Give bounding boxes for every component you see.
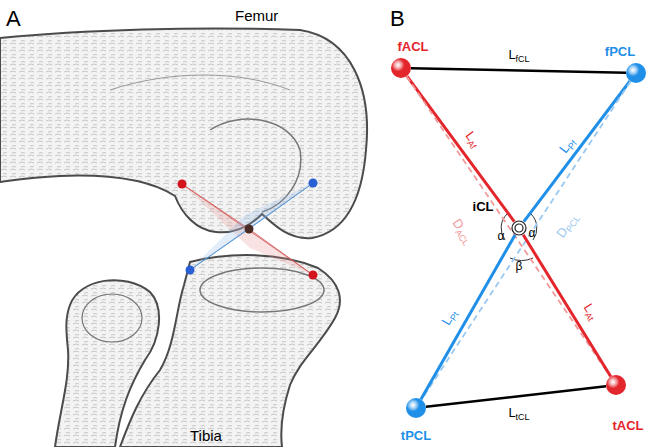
length-label: LPf [557,135,579,157]
point-node: fPCL [626,63,646,83]
point-label: tPCL [401,428,431,443]
ligament-line [411,68,626,73]
fibula-bone [55,280,159,447]
femur-bone [0,28,367,238]
length-label: LAf [461,129,483,151]
angle-symbol: α [529,227,536,239]
length-label: LtCL [508,406,529,422]
panel-letter: B [390,8,405,30]
ligament-line [523,235,611,377]
ligament-line [421,235,515,399]
bone-name: Tibia [190,428,222,443]
insertion-dots [178,179,318,280]
ligament-line [407,76,514,222]
ligament-planes [182,183,313,275]
ligament-line [407,76,611,376]
length-label: DPCL [554,210,582,241]
length-label: DACL [448,216,476,247]
panel-letter: A [6,8,21,30]
point-dot [391,58,411,78]
angle-symbol: β [516,260,523,272]
tibia-bone [120,255,340,447]
length-label: LAt [579,301,601,323]
point-dot [626,63,646,83]
length-label: LPt [439,307,461,329]
point-label: fPCL [605,44,635,59]
point-node: iCL [511,220,527,236]
ligament-line [524,81,630,222]
length-label: LfCL [508,48,529,64]
point-node: fACL [391,58,411,78]
point-dot [606,375,626,395]
point-label: fACL [397,39,428,54]
point-node: tPCL [406,398,426,418]
angle-arcs [501,214,537,260]
ligament-line [426,386,606,407]
point-dot [406,398,426,418]
point-label: tACL [612,418,643,433]
point-dot [511,220,527,236]
point-label: iCL [473,199,494,214]
point-node: tACL [606,375,626,395]
bone-name: Femur [235,8,278,23]
angle-symbol: α [498,230,505,242]
ligament-line [421,81,630,399]
